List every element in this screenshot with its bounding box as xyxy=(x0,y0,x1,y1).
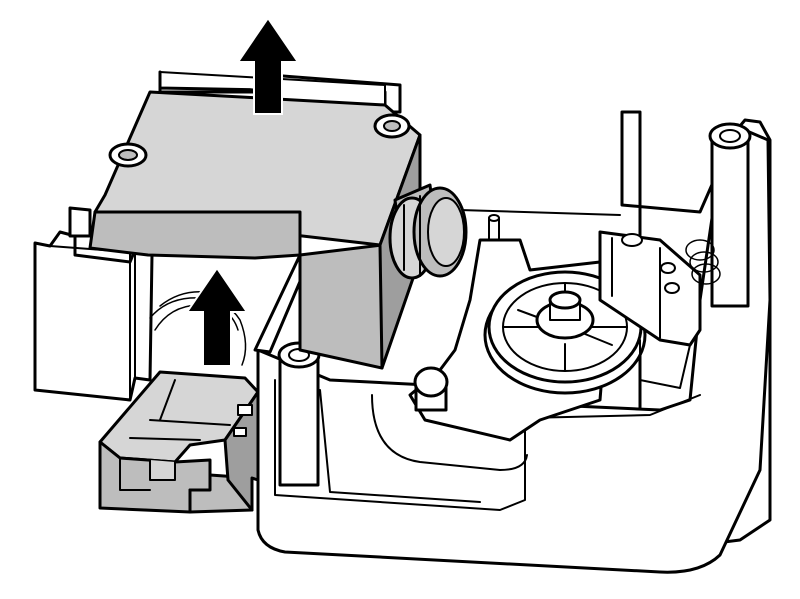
arrow-up-icon xyxy=(185,266,249,367)
solenoid-hole-right xyxy=(373,113,411,139)
housing-back-edge xyxy=(459,209,621,216)
housing-right-post xyxy=(708,122,752,308)
housing-front-ridge xyxy=(319,389,481,503)
solenoid-plunger xyxy=(388,183,468,280)
left-bracket xyxy=(33,206,154,402)
cam-wheel xyxy=(483,270,647,395)
solenoid-removal-arrow xyxy=(236,16,300,115)
solenoid-hole-left xyxy=(108,142,148,168)
switch-clip xyxy=(598,230,702,389)
housing-lip xyxy=(371,394,528,471)
mechanism-knob xyxy=(413,366,449,412)
connector-plug xyxy=(98,370,260,514)
left-bracket-plate xyxy=(68,206,92,238)
solenoid-front-face xyxy=(298,243,384,370)
housing-front-post xyxy=(277,341,321,487)
solenoid-left-face xyxy=(88,210,302,260)
plug-side xyxy=(223,390,260,512)
plug-removal-arrow xyxy=(185,266,249,367)
arrow-up-icon xyxy=(236,16,300,115)
cam-mechanism xyxy=(408,214,721,442)
housing xyxy=(253,110,772,574)
housing-floor-edge xyxy=(274,379,701,511)
spring xyxy=(685,239,721,285)
